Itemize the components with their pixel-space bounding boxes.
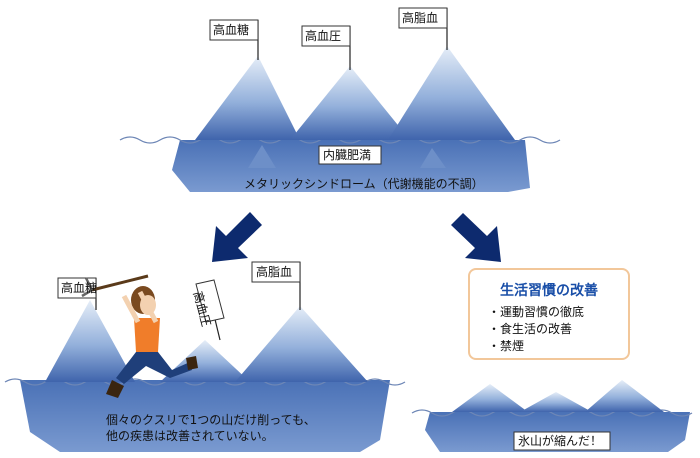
right-iceberg [411, 380, 693, 452]
left-flag-label-high-lipid: 高脂血 [256, 265, 293, 279]
flag-shape [398, 7, 448, 29]
right-peak-1 [452, 384, 528, 412]
top-small-peak-left [248, 145, 276, 168]
flag-shape [251, 261, 301, 283]
lifestyle-title: 生活習慣の改善 [500, 283, 598, 299]
right-peak-2 [520, 392, 592, 412]
left-iceberg-base [20, 380, 390, 452]
left-peak-cut [45, 300, 135, 382]
top-peak-high-lipid [388, 46, 515, 140]
flag-label-high-bp: 高血圧 [305, 29, 342, 43]
flag-shape [195, 279, 225, 323]
metabolic-syndrome-label: メタリックシンドローム（代謝機能の不調） [244, 177, 484, 191]
left-caption-line-2: 他の疾患は改善されていない。 [106, 429, 274, 443]
right-peak-3 [585, 380, 664, 412]
top-small-peak-right [420, 148, 446, 168]
lifestyle-item-exercise: 運動習慣の徹底 [488, 304, 584, 321]
arrow-down-left [212, 212, 262, 262]
left-flag-label-high-glucose: 高血糖 [61, 281, 98, 295]
top-peak-high-glucose [195, 56, 300, 140]
left-caption-line-1: 個々のクスリで1つの山だけ削っても、 [106, 413, 316, 427]
top-iceberg [119, 7, 561, 192]
lifestyle-item-no-smoking: 禁煙 [488, 338, 584, 355]
arrow-down-right [451, 213, 501, 262]
flag-shape [209, 19, 259, 41]
flag-shape [301, 25, 351, 47]
left-caption: 個々のクスリで1つの山だけ削っても、 他の疾患は改善されていない。 [106, 412, 316, 444]
lifestyle-list: 運動習慣の徹底 食生活の改善 禁煙 [488, 304, 584, 355]
left-iceberg [4, 261, 406, 452]
flag-label-high-lipid: 高脂血 [402, 11, 439, 25]
center-label-box [318, 145, 382, 165]
right-label-box [513, 431, 611, 451]
lifestyle-improvement-box: 生活習慣の改善 運動習慣の徹底 食生活の改善 禁煙 [468, 268, 630, 360]
top-peak-high-bp [290, 66, 410, 140]
lifestyle-item-diet: 食生活の改善 [488, 321, 584, 338]
flag-label-high-glucose: 高血糖 [213, 23, 250, 37]
visceral-fat-label: 内臓肥満 [323, 148, 372, 162]
iceberg-shrunk-label: 氷山が縮んだ！ [518, 434, 603, 448]
person-with-pickaxe-icon [81, 274, 198, 398]
left-peak-right [235, 306, 368, 382]
